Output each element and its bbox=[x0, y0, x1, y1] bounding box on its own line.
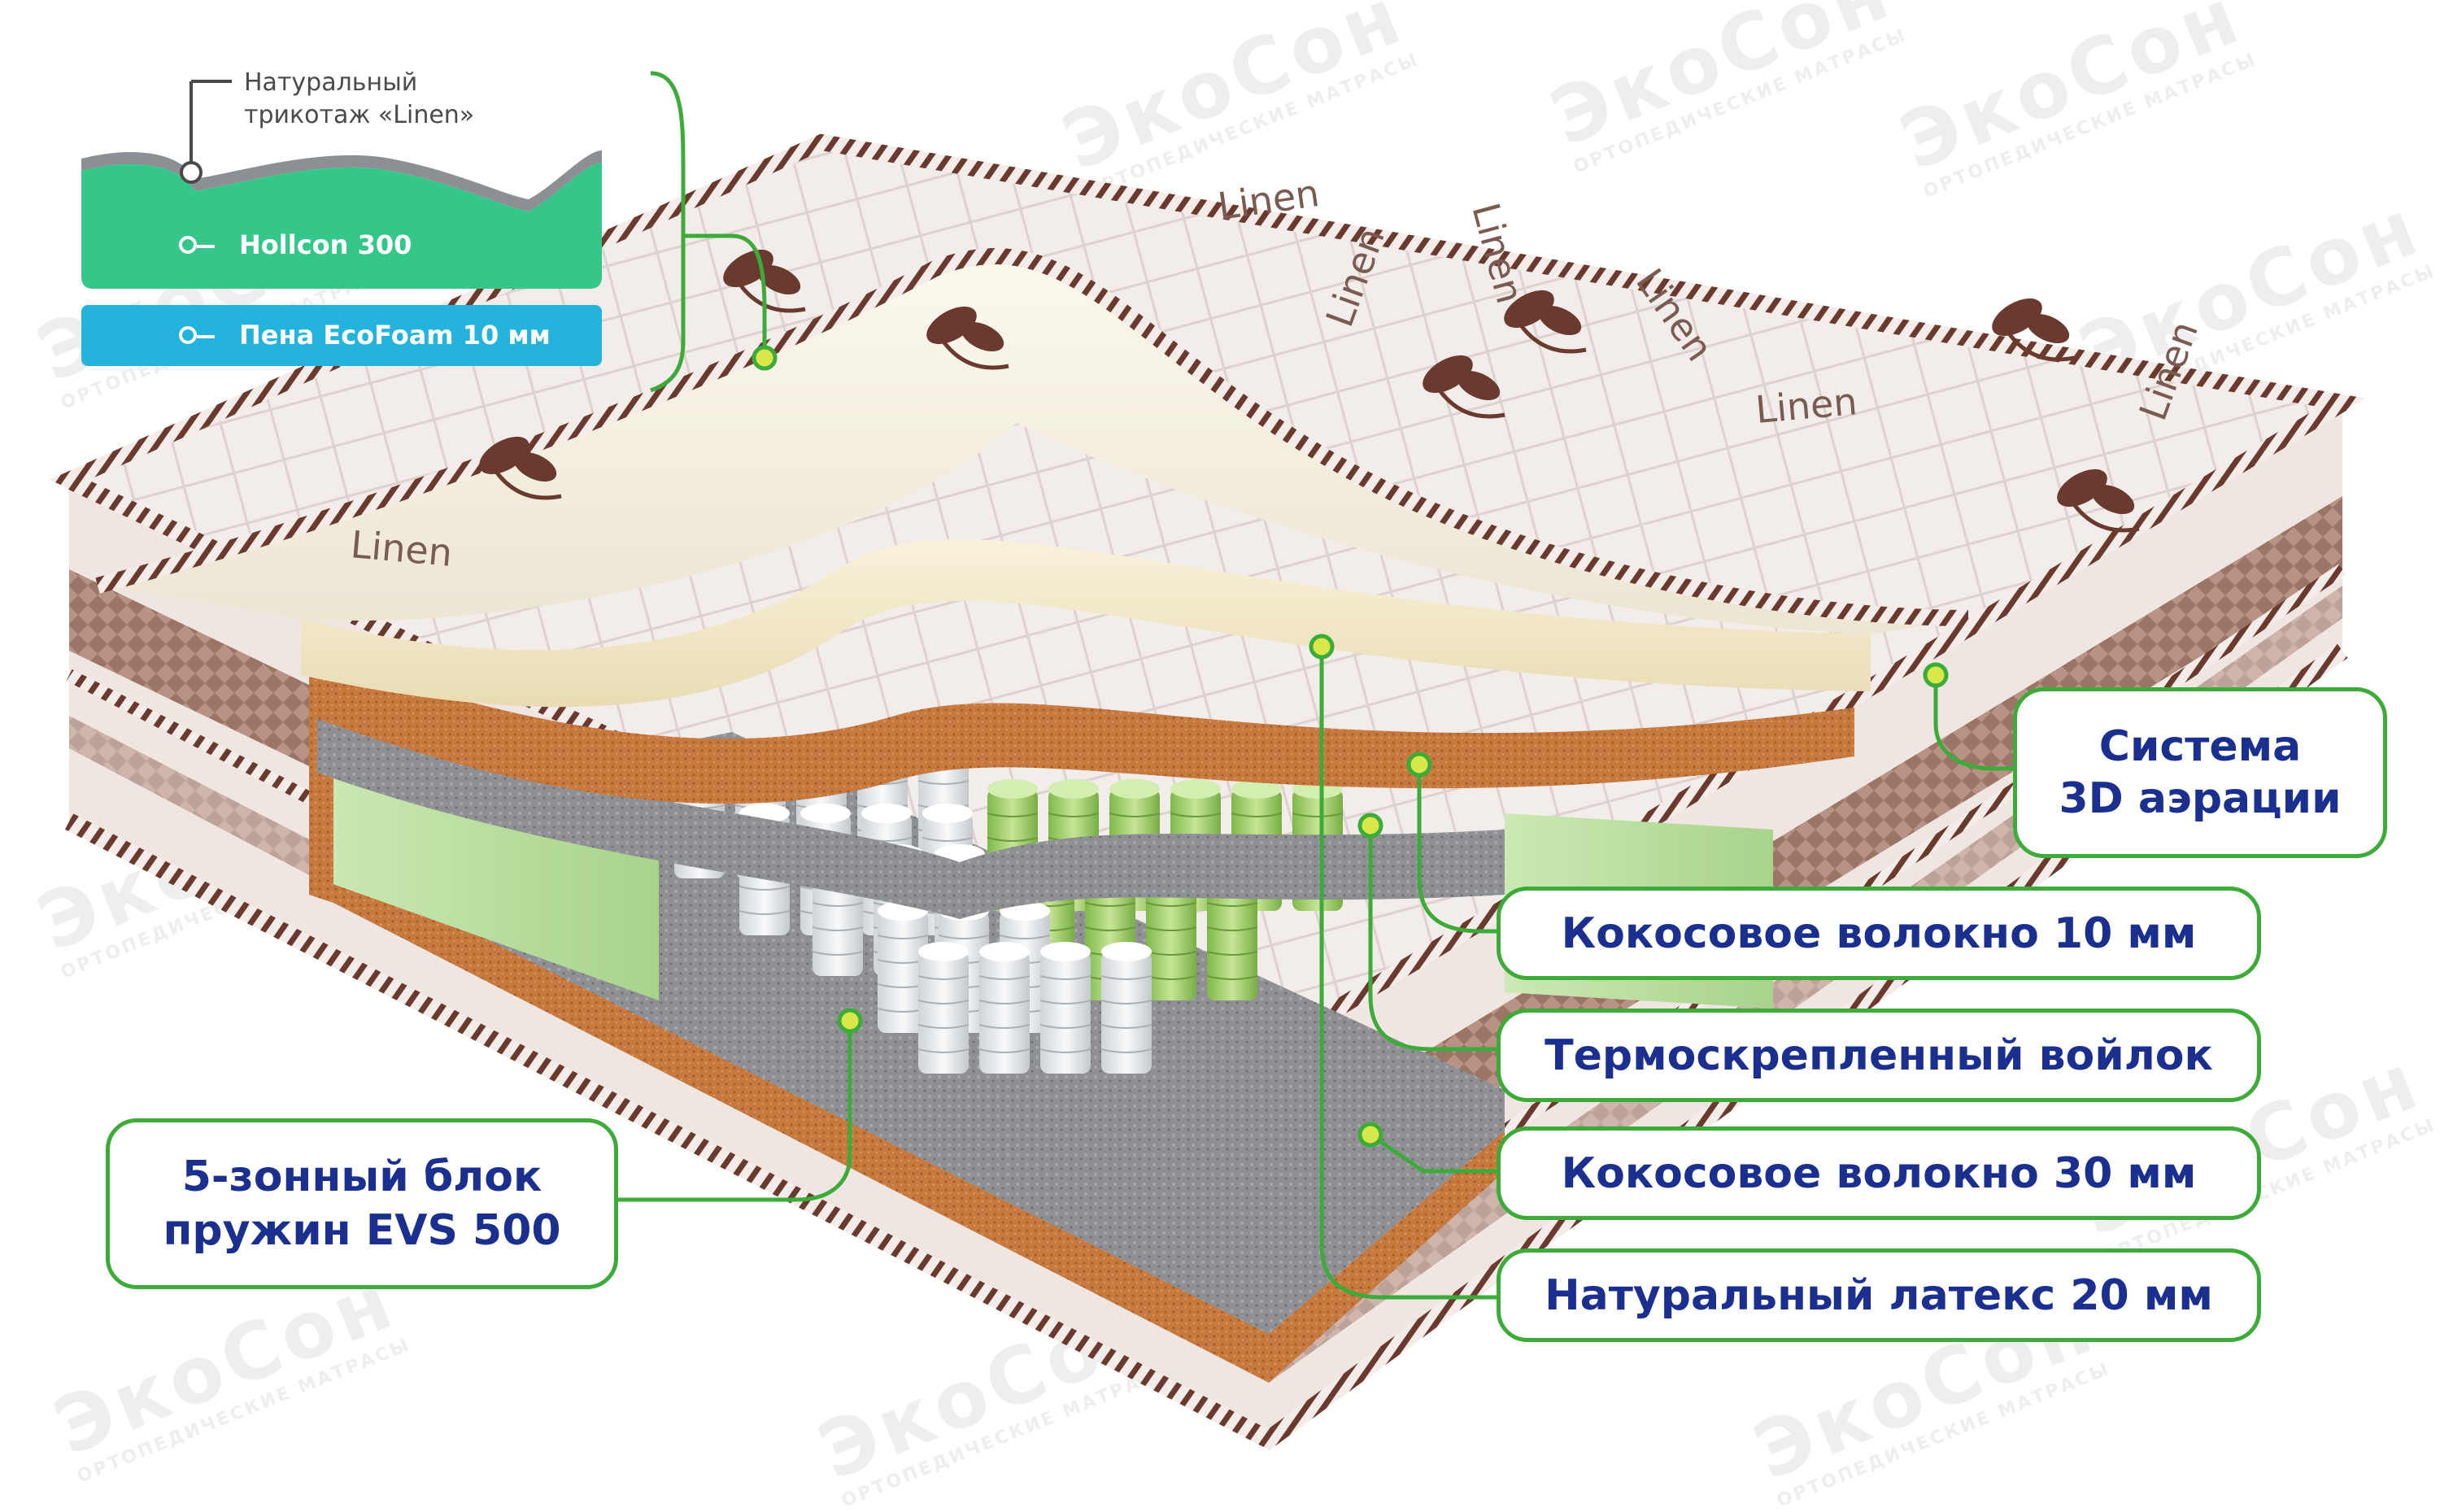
pocket-spring bbox=[978, 942, 1030, 1074]
callout-felt-text: Термоскрепленный войлок bbox=[1545, 1031, 2213, 1080]
leaf-motif-icon bbox=[479, 436, 562, 500]
callout-felt: Термоскрепленный войлок bbox=[1497, 1009, 2261, 1102]
callout-springs-line1: 5-зонный блок bbox=[181, 1153, 542, 1201]
cover-brand-print: Linen bbox=[1754, 379, 1858, 432]
pocket-spring bbox=[1100, 942, 1152, 1074]
callout-coconut-10mm: Кокосовое волокно 10 мм bbox=[1497, 887, 2261, 980]
ring-marker-icon bbox=[179, 236, 215, 254]
legend-top-label-line1: Натуральный bbox=[244, 68, 418, 97]
leaf-motif-icon bbox=[1504, 290, 1587, 354]
raised-layers bbox=[95, 248, 1969, 919]
pocket-spring bbox=[1039, 942, 1091, 1074]
callout-aeration-line2: 3D аэрации bbox=[2059, 774, 2342, 823]
legend-layer-label: Hollcon 300 bbox=[239, 229, 412, 260]
callout-latex: Натуральный латекс 20 мм bbox=[1497, 1248, 2261, 1342]
callout-springs-line2: пружин EVS 500 bbox=[163, 1206, 561, 1255]
leaf-motif-icon bbox=[926, 306, 1009, 370]
legend-top-label-line2: трикотаж «Linen» bbox=[244, 101, 475, 129]
pocket-spring bbox=[877, 901, 929, 1033]
leader-lines bbox=[618, 71, 2013, 1300]
callout-aeration-line1: Система bbox=[2098, 722, 2302, 771]
leader-markers bbox=[752, 345, 1949, 1148]
callout-coconut-30mm: Кокосовое волокно 30 мм bbox=[1497, 1126, 2261, 1220]
cover-brand-print: Linen bbox=[349, 522, 454, 575]
callout-spring-block: 5-зонный блок пружин EVS 500 bbox=[106, 1118, 618, 1289]
legend-layer-hollcon: Hollcon 300 bbox=[179, 229, 412, 260]
legend-layer-ecofoam: Пена EcoFoam 10 мм bbox=[179, 320, 551, 351]
callout-coconut-30mm-text: Кокосовое волокно 30 мм bbox=[1561, 1148, 2197, 1198]
legend-layer-label: Пена EcoFoam 10 мм bbox=[239, 320, 551, 351]
leaf-motif-icon bbox=[1992, 298, 2075, 362]
leaf-motif-icon bbox=[2057, 468, 2140, 533]
callout-aeration-system: Система 3D аэрации bbox=[2013, 687, 2387, 858]
callout-coconut-10mm-text: Кокосовое волокно 10 мм bbox=[1561, 909, 2197, 958]
pocket-spring bbox=[917, 942, 969, 1074]
ring-marker-icon bbox=[179, 326, 215, 344]
leaf-motif-icon bbox=[1423, 355, 1505, 419]
layer-legend-diagram bbox=[81, 80, 602, 366]
callout-latex-text: Натуральный латекс 20 мм bbox=[1545, 1270, 2213, 1320]
legend-top-label: Натуральный трикотаж «Linen» bbox=[244, 67, 474, 132]
